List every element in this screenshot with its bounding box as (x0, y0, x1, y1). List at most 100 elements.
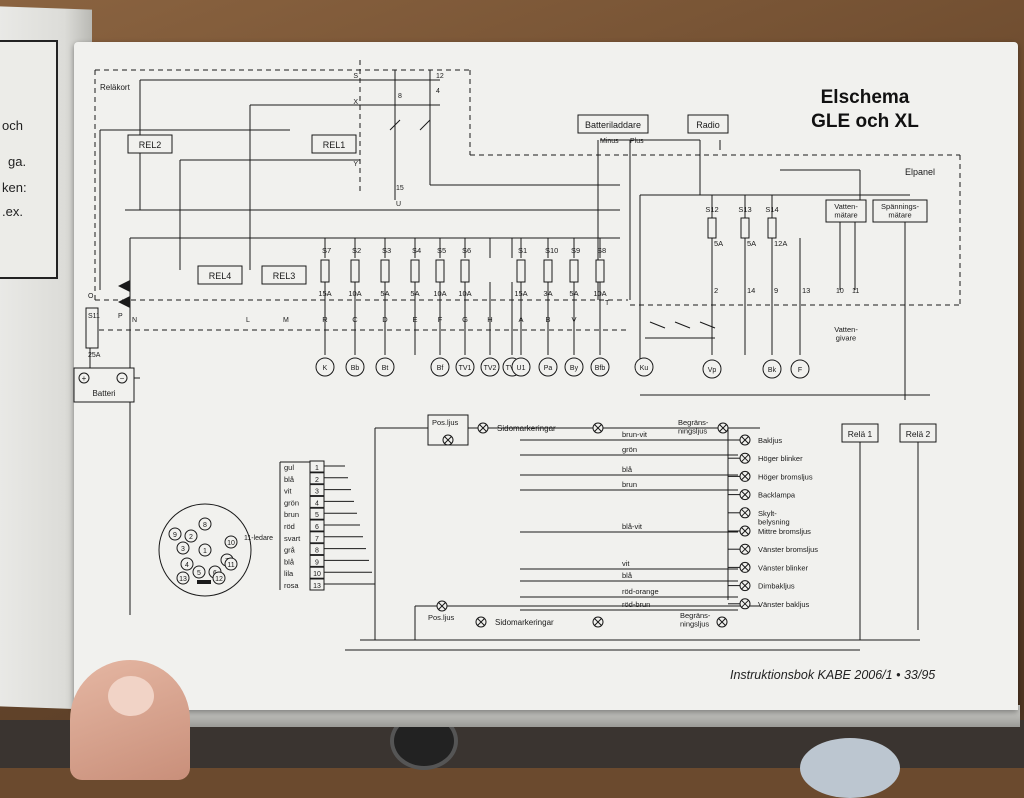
fuse-s13-rating: 5A (747, 239, 756, 248)
load-f-label: F (798, 367, 802, 374)
top-limit-light-label: Begräns- (678, 418, 709, 427)
connector-pin-11 (224, 557, 238, 571)
terminal-6-label: 6 (315, 524, 319, 531)
terminal-8-label: 8 (315, 548, 319, 555)
lamp-label-3: Backlampa (758, 491, 796, 500)
relay-1-box (841, 423, 879, 443)
load-bf (430, 357, 450, 377)
wire-label-f: F (438, 315, 443, 324)
fuse-s4 (410, 259, 420, 283)
fuse-s4-rating: 5A (410, 289, 419, 298)
load-k-label: K (323, 365, 328, 372)
harness-label-1: grön (622, 445, 637, 454)
lamp-3-cross (741, 490, 749, 499)
harness-label-7: röd-orange (622, 587, 659, 596)
load-u1-label: U1 (517, 365, 526, 372)
fuse-s9 (569, 259, 579, 283)
relay-rel3-label: REL3 (273, 271, 296, 281)
fuse-s14-name: S14 (765, 205, 778, 214)
fuse-s13 (740, 217, 750, 239)
wire-color-2: vit (284, 487, 292, 496)
load-bb (345, 357, 365, 377)
wire-label-b: B (545, 315, 550, 324)
top-side-lamp-2-cross (594, 424, 602, 432)
fuse-s3 (380, 259, 390, 283)
fuse-s3-rating: 5A (380, 289, 389, 298)
board-label-elpanel: Elpanel (905, 167, 935, 177)
meter-wire-10: 10 (836, 288, 844, 295)
switch-label-7: U (396, 201, 401, 208)
bottom-limit-light-label: ningsljus (680, 620, 709, 629)
connector-pin-3-label: 3 (181, 546, 185, 553)
lamp-label-1: Höger blinker (758, 454, 803, 463)
fuse-s10-name: S10 (545, 246, 558, 255)
fuse-s6 (460, 259, 470, 283)
relay-1-label: Relä 1 (848, 429, 873, 439)
connector-pin-2 (184, 529, 198, 543)
footer-separator: • (896, 668, 901, 682)
bottom-side-lamp-1-cross (477, 618, 485, 626)
fuse-s6-rating: 10A (458, 289, 471, 298)
bottom-side-markers-label: Sidomarkeringar (495, 618, 554, 627)
connector-pin-12-label: 12 (215, 576, 223, 583)
bottom-pos-light-label: Pos.ljus (428, 613, 455, 622)
fuse-s14 (767, 217, 777, 239)
load-ku-label: Ku (640, 365, 649, 372)
wire (389, 119, 401, 131)
fuse-s8-rating: 10A (593, 289, 606, 298)
fuse-s12-rating: 5A (714, 239, 723, 248)
fuse-s14-rating: 12A (774, 239, 787, 248)
relay-rel2-label: REL2 (139, 140, 162, 150)
relay-rel4-label: REL4 (209, 271, 232, 281)
connector-pin-4 (180, 557, 194, 571)
harness-label-4: blå-vit (622, 522, 643, 531)
connector-pin-5-label: 5 (197, 570, 201, 577)
water-meter-label: Vatten- (834, 202, 858, 211)
load-bt (375, 357, 395, 377)
connector-pin-9-label: 9 (173, 532, 177, 539)
water-meter-box (825, 199, 867, 223)
top-side-lamp-1-cross (479, 424, 487, 432)
switch-label-1: X (353, 99, 358, 106)
terminal-10 (309, 566, 325, 579)
load-tv1 (455, 357, 475, 377)
wire-color-9: lila (284, 569, 294, 578)
main-fuse (85, 307, 99, 349)
bottom-side-lamp-2-cross (594, 618, 602, 626)
terminal-1-label: 1 (315, 465, 319, 472)
relay-rel4 (197, 265, 243, 285)
terminal-6 (309, 519, 325, 532)
relay-2-box (899, 423, 937, 443)
connector-pin-13 (176, 571, 190, 585)
connector-pin-2-label: 2 (189, 534, 193, 541)
load-by (564, 357, 584, 377)
footer-page: 33/95 (903, 668, 936, 682)
switch-label-6: 15 (396, 185, 404, 192)
terminal-4-label: 4 (315, 500, 319, 507)
left-page-text-3: ken: (2, 180, 27, 195)
diagram-title: Elschema GLE och XL (800, 86, 930, 134)
terminal-13-label: 13 (313, 583, 321, 590)
switch-label-2: Y (353, 161, 358, 168)
fuse-s1-name: S1 (518, 246, 527, 255)
wire-color-4: brun (284, 510, 299, 519)
connector-pin-5 (192, 565, 206, 579)
connector-pin-8-label: 8 (203, 522, 207, 529)
terminal-5-label: 5 (315, 512, 319, 519)
terminal-3-label: 3 (315, 489, 319, 496)
load-pa (538, 357, 558, 377)
load-by-label: By (570, 365, 579, 372)
top-limit-light-label: ningsljus (678, 427, 707, 436)
wire-color-8: blå (284, 557, 295, 566)
load-bt-label: Bt (382, 365, 389, 372)
terminal-13 (309, 578, 325, 591)
load-vp (702, 359, 722, 379)
load-u1 (511, 357, 531, 377)
load-vp-label: Vp (708, 367, 717, 374)
terminal-7 (309, 531, 325, 544)
connector-pin-10 (224, 535, 238, 549)
top-limit-lamp-cross (719, 424, 727, 432)
connector-key (197, 580, 211, 584)
load-k (315, 357, 335, 377)
